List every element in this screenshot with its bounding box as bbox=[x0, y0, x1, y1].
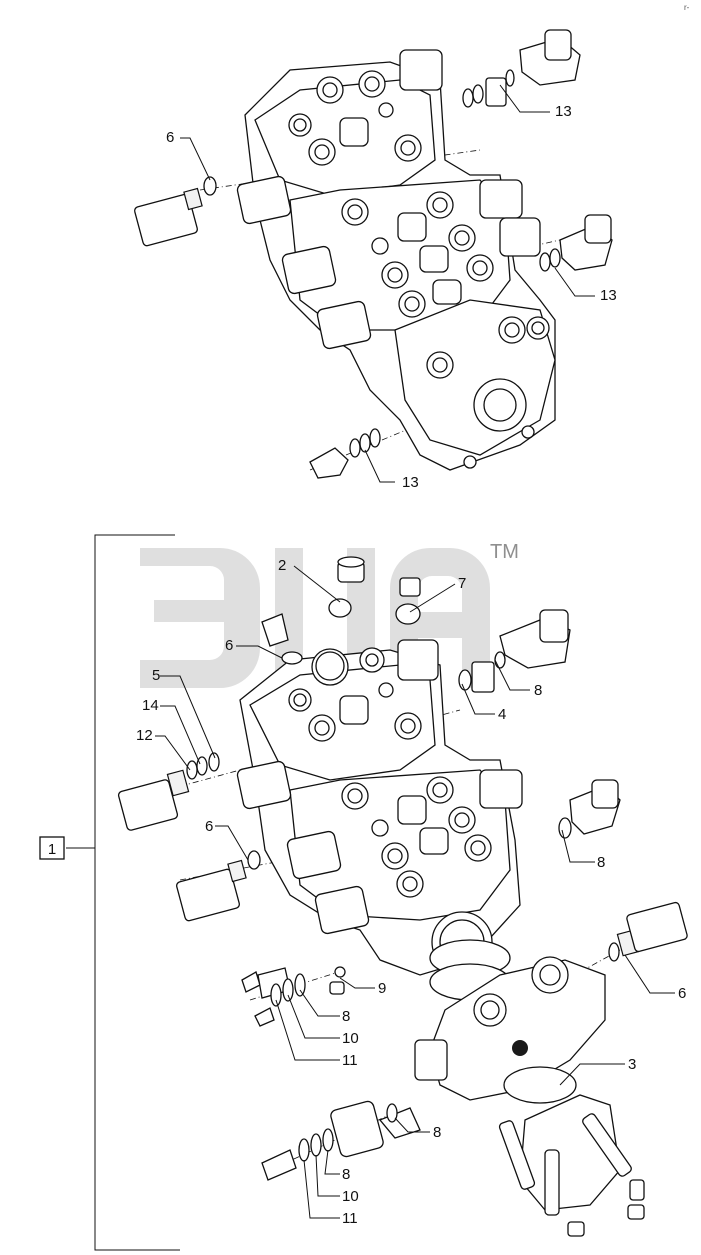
callout-12: 12 bbox=[136, 727, 153, 744]
lower-actuator-mid bbox=[558, 779, 621, 839]
lower-relief-cartridge-right bbox=[608, 901, 688, 962]
callout-4: 4 bbox=[498, 706, 506, 723]
lower-ports bbox=[288, 647, 493, 973]
group-label-1: 1 bbox=[48, 841, 56, 858]
upper-spool-caps bbox=[236, 49, 541, 350]
upper-valve-assembly bbox=[134, 29, 613, 479]
callout-10-a: 10 bbox=[342, 1030, 359, 1047]
watermark-tm: TM bbox=[490, 541, 519, 563]
lower-valve-assembly bbox=[117, 556, 688, 1237]
callout-11-a: 11 bbox=[342, 1052, 358, 1069]
callout-upper-6: 6 bbox=[166, 129, 174, 146]
lower-callouts: 2 7 6 5 14 12 4 8 6 8 9 6 8 10 11 3 8 8 … bbox=[136, 557, 686, 1227]
lower-relief-cartridge-top bbox=[117, 752, 220, 831]
callout-9: 9 bbox=[378, 980, 386, 997]
group-bracket: 1 bbox=[39, 534, 180, 1251]
lower-outlet-cover bbox=[498, 1094, 645, 1237]
watermark-logo: TM bbox=[140, 541, 519, 688]
callout-upper-13-low: 13 bbox=[402, 474, 419, 491]
upper-actuator-top bbox=[462, 29, 581, 108]
upper-actuator-mid bbox=[539, 214, 613, 272]
callout-8-e: 8 bbox=[342, 1166, 350, 1183]
lower-spool-caps bbox=[236, 639, 523, 935]
callout-6-a: 6 bbox=[225, 637, 233, 654]
lower-screws bbox=[241, 966, 346, 1027]
callout-6-c: 6 bbox=[678, 985, 686, 1002]
upper-actuator-low bbox=[309, 428, 381, 479]
callout-8-d: 8 bbox=[433, 1124, 441, 1141]
callout-upper-13-mid: 13 bbox=[600, 287, 617, 304]
callout-3: 3 bbox=[628, 1056, 636, 1073]
lower-actuator-bottom bbox=[330, 1100, 421, 1158]
upper-callouts: 6 13 13 13 bbox=[166, 103, 617, 491]
callout-8-b: 8 bbox=[597, 854, 605, 871]
upper-relief-cartridge bbox=[134, 176, 217, 247]
callout-11-b: 11 bbox=[342, 1210, 358, 1227]
lower-leaders bbox=[155, 565, 675, 1219]
callout-upper-13-top: 13 bbox=[555, 103, 572, 120]
callout-7: 7 bbox=[458, 575, 466, 592]
lower-seal-stack-upper bbox=[270, 973, 306, 1007]
corner-mark: r- bbox=[684, 3, 690, 12]
callout-5: 5 bbox=[152, 667, 160, 684]
upper-ports bbox=[288, 70, 550, 469]
lower-seal-stack-bottom bbox=[261, 1128, 334, 1181]
callout-10-b: 10 bbox=[342, 1188, 359, 1205]
callout-2: 2 bbox=[278, 557, 286, 574]
callout-14: 14 bbox=[142, 697, 159, 714]
callout-8-a: 8 bbox=[534, 682, 542, 699]
lower-inlet-section bbox=[414, 956, 606, 1104]
callout-6-b: 6 bbox=[205, 818, 213, 835]
lower-top-plug bbox=[261, 556, 421, 681]
callout-8-c: 8 bbox=[342, 1008, 350, 1025]
upper-leaders bbox=[180, 84, 595, 483]
lower-relief-cartridge-mid bbox=[176, 850, 261, 922]
lower-actuator-top bbox=[458, 609, 571, 693]
